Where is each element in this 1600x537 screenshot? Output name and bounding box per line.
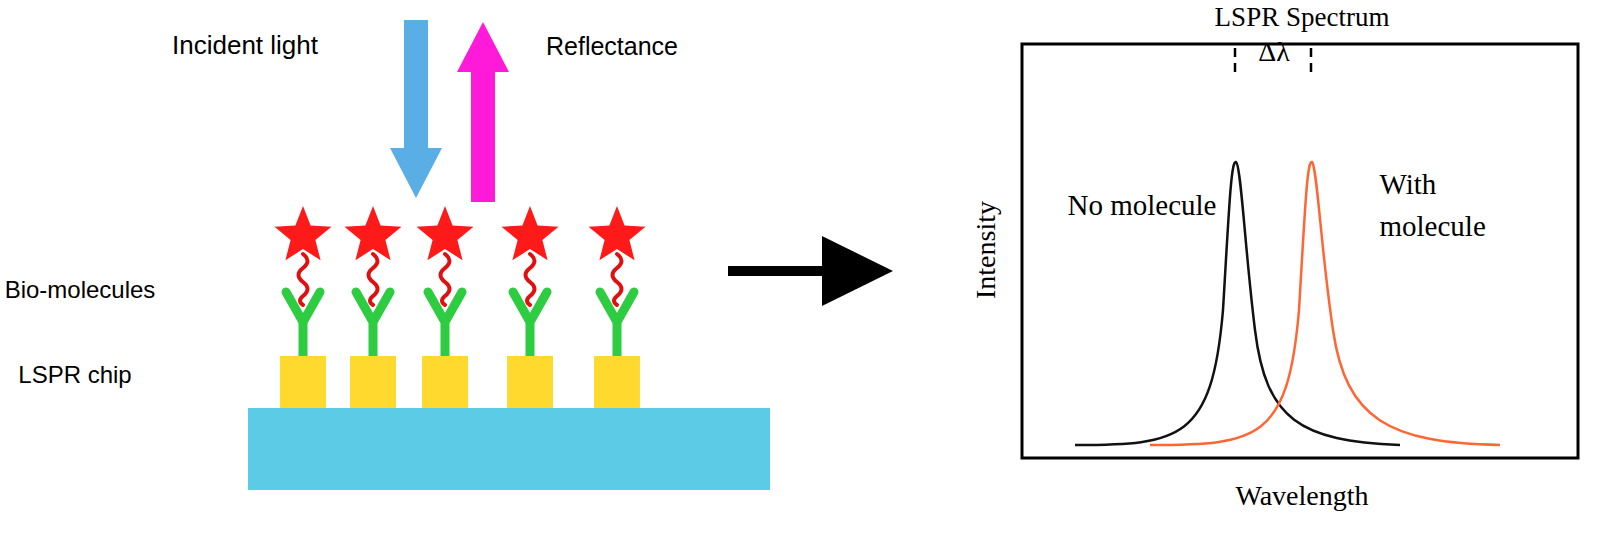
shift-label: Δλ [1258, 32, 1290, 73]
light-label: Incident light [172, 27, 318, 65]
reflectance-arrow [457, 22, 509, 202]
chip-substrate [248, 408, 770, 490]
curve-label: No molecule [1068, 184, 1233, 226]
axis-label: Wavelength [1235, 476, 1368, 517]
plot-title: LSPR Spectrum [1215, 0, 1390, 38]
part-label: LSPR chip [18, 358, 131, 393]
plot-frame [1022, 44, 1578, 458]
part-label: Bio-molecules [5, 273, 156, 308]
process-arrow [728, 236, 893, 306]
curve-label: With molecule [1380, 163, 1545, 247]
biomolecule-array [275, 206, 646, 408]
incident-arrow [390, 20, 442, 198]
light-label: Reflectance [546, 28, 678, 64]
axis-label: Intensity [966, 201, 1007, 299]
